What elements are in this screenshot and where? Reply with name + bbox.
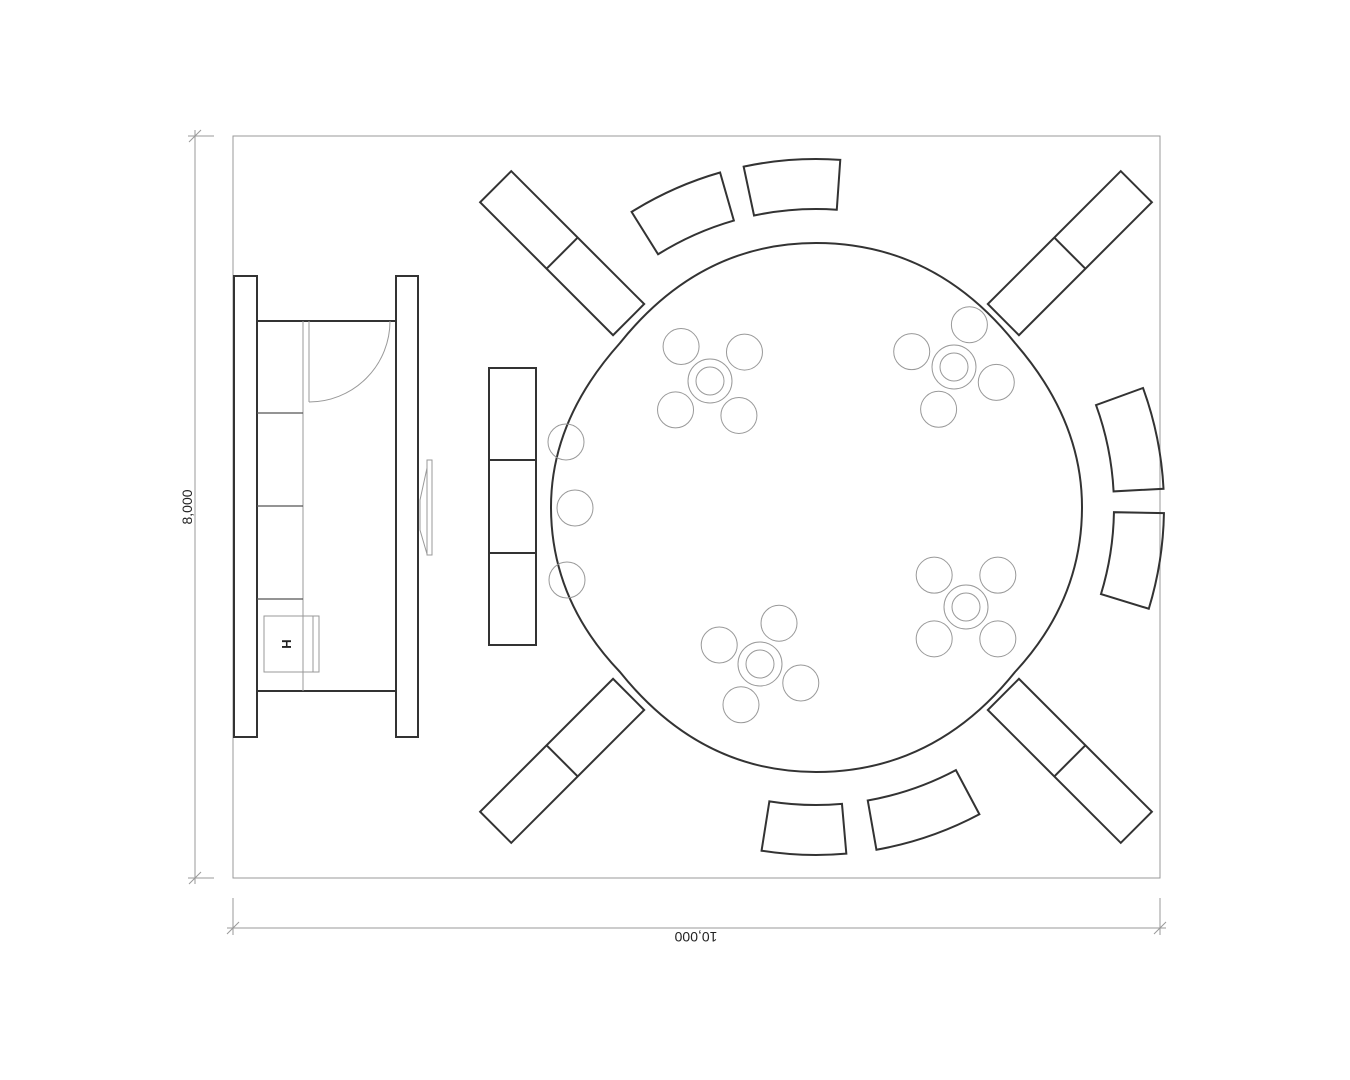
stool <box>979 556 1017 594</box>
stool <box>782 664 820 702</box>
door[interactable] <box>308 320 391 403</box>
curved-bench <box>1094 386 1165 493</box>
central-platform <box>549 241 1084 774</box>
stool <box>760 604 798 642</box>
width-dimension: 10,000 <box>226 898 1167 945</box>
curved-bench <box>630 171 736 256</box>
stool <box>547 423 585 461</box>
diagonal-benches <box>478 169 1154 845</box>
stool <box>915 620 953 658</box>
storage-room: H <box>233 275 419 738</box>
stool <box>979 620 1017 658</box>
diagonal-bench <box>478 169 646 337</box>
stool <box>548 561 586 599</box>
wall-left <box>233 275 258 738</box>
curved-benches <box>630 158 1165 856</box>
stool <box>722 686 760 724</box>
stool <box>700 626 738 664</box>
bar-table-set <box>657 328 763 434</box>
curved-bench <box>760 800 848 856</box>
curved-bench <box>866 768 981 851</box>
booth-boundary <box>232 135 1161 879</box>
wall-right <box>395 275 419 738</box>
stool <box>725 333 763 371</box>
bar-tables <box>657 306 1017 724</box>
stool <box>920 390 958 428</box>
stool <box>662 328 700 366</box>
stool <box>893 333 931 371</box>
stool <box>950 306 988 344</box>
diagonal-bench <box>478 677 646 845</box>
sink: H <box>263 615 320 673</box>
monitor-icon <box>419 459 433 556</box>
diagonal-bench <box>986 677 1154 845</box>
bar-table-set <box>915 556 1017 658</box>
bar-table <box>931 344 977 390</box>
curved-bench <box>742 158 842 217</box>
stool <box>977 363 1015 401</box>
stool <box>556 489 594 527</box>
side-stools <box>547 423 594 599</box>
height-label: 8,000 <box>179 489 195 524</box>
cabinet-bench <box>488 367 537 646</box>
height-dimension: 8,000 <box>179 129 214 885</box>
bar-table <box>737 641 783 687</box>
diagonal-bench <box>986 169 1154 337</box>
stool <box>657 391 695 429</box>
bar-table <box>687 358 733 404</box>
stool <box>915 556 953 594</box>
width-label: 10,000 <box>674 929 717 945</box>
bar-table-set <box>700 604 820 724</box>
curved-bench <box>1099 511 1165 610</box>
stool <box>720 396 758 434</box>
bar-table <box>943 584 989 630</box>
bar-table-set <box>893 306 1015 428</box>
sink-label: H <box>279 639 294 648</box>
